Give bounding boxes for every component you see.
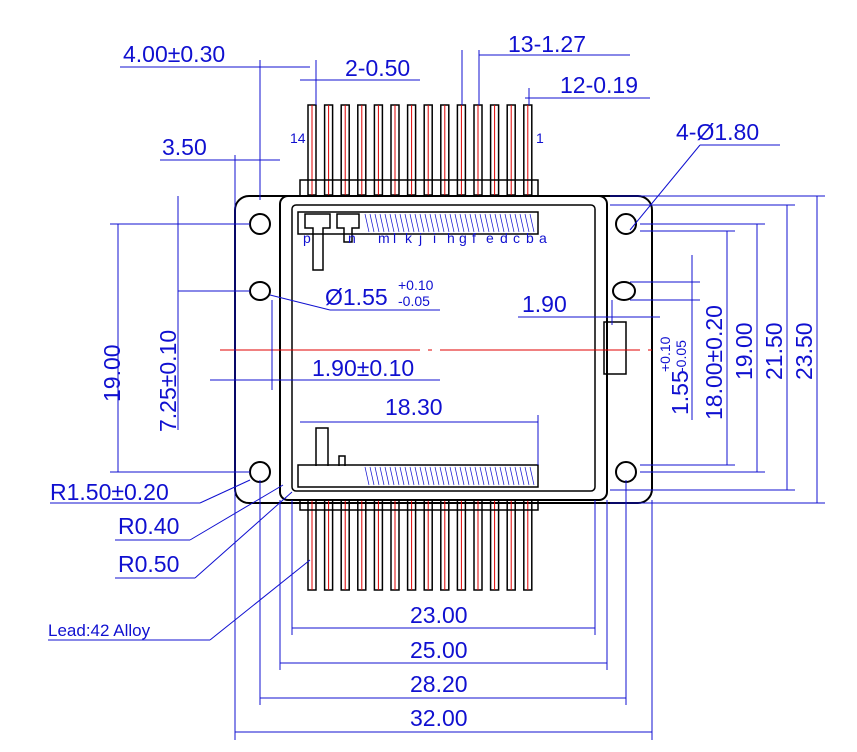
dim-23-50: 23.50	[791, 322, 817, 380]
dim-slot-offset: 1.90	[522, 291, 567, 317]
dim-slot-width: 1.55	[667, 370, 693, 415]
dim-25: 25.00	[410, 637, 468, 663]
lead-pin	[423, 499, 433, 591]
dim-28-20: 28.20	[410, 671, 468, 697]
pin-letter: f	[472, 230, 476, 246]
slot-tol-minus: -0.05	[398, 293, 430, 309]
dim-lead-length: 4.00±0.30	[123, 41, 225, 67]
pad-hatching	[364, 213, 535, 486]
pin-14-label: 14	[290, 130, 306, 146]
dim-lead-pitch: 13-1.27	[508, 31, 586, 57]
lead-pin	[406, 499, 417, 591]
dim-19-right: 19.00	[731, 322, 757, 380]
lead-pin	[456, 499, 467, 591]
slot-width-tol-plus: +0.10	[657, 336, 673, 372]
dim-slot-height: 7.25±0.10	[155, 330, 181, 432]
lead-pin	[340, 104, 350, 196]
pin-letter: e	[486, 230, 494, 246]
pin-letter: i	[433, 230, 436, 246]
pin-letter: g	[459, 230, 467, 246]
lead-pin	[506, 104, 516, 196]
lead-pin	[489, 499, 500, 591]
lead-pin	[473, 104, 483, 196]
note-r050: R0.50	[118, 551, 179, 577]
lead-pin	[406, 104, 417, 196]
dim-slot-dia: Ø1.55	[325, 284, 388, 310]
lead-pin	[423, 104, 433, 196]
lead-pin	[373, 499, 384, 591]
dim-pad-width: 18.30	[385, 394, 443, 420]
lead-pin	[357, 104, 367, 196]
dim-lead-thickness: 12-0.19	[560, 72, 638, 98]
lead-pin	[373, 104, 384, 196]
lead-pin	[456, 104, 467, 196]
pin-letter: d	[500, 230, 508, 246]
pin-letter: n	[348, 230, 356, 246]
lead-pin	[489, 104, 500, 196]
dim-32: 32.00	[410, 705, 468, 731]
lead-pin	[323, 104, 334, 196]
lead-pin	[390, 104, 400, 196]
slot-width-tol-minus: -0.05	[673, 340, 689, 372]
pin-letter: p	[303, 230, 311, 246]
note-r150: R1.50±0.20	[50, 479, 169, 505]
dim-slot-x: 1.90±0.10	[312, 355, 414, 381]
pin-letter: c	[513, 230, 520, 246]
lead-pin	[440, 499, 450, 591]
note-lead-material: Lead:42 Alloy	[48, 621, 151, 640]
pin-letter: j	[418, 230, 422, 246]
lead-pin	[323, 499, 334, 591]
dim-18: 18.00±0.20	[701, 305, 727, 420]
dim-23: 23.00	[410, 602, 468, 628]
dim-hole-spacing-left: 19.00	[99, 344, 125, 402]
lead-pin	[506, 499, 516, 591]
lead-pin	[523, 104, 533, 196]
lead-pin	[357, 499, 367, 591]
pin-letter: k	[405, 230, 413, 246]
dim-holes: 4-Ø1.80	[676, 119, 759, 145]
lead-pin	[307, 104, 317, 196]
lead-pin	[440, 104, 450, 196]
pin-letter: a	[539, 230, 547, 246]
pin-letter: m	[378, 230, 390, 246]
slot-tol-plus: +0.10	[398, 277, 434, 293]
lead-pin	[473, 499, 483, 591]
pin-letter: h	[447, 230, 455, 246]
pin-letter: b	[526, 230, 534, 246]
pin-1-label: 1	[536, 130, 544, 146]
leads	[299, 104, 539, 591]
lead-pin	[523, 499, 533, 591]
package-body	[220, 195, 660, 504]
lead-pin	[390, 499, 400, 591]
dim-21-50: 21.50	[761, 322, 787, 380]
dim-lead-width: 2-0.50	[345, 55, 410, 81]
note-r040: R0.40	[118, 513, 179, 539]
lead-pin	[307, 499, 317, 591]
pin-letter: l	[393, 230, 396, 246]
dim-offset: 3.50	[162, 134, 207, 160]
lead-pin	[340, 499, 350, 591]
mounting-holes	[249, 213, 637, 483]
dimension-lines	[48, 50, 825, 740]
